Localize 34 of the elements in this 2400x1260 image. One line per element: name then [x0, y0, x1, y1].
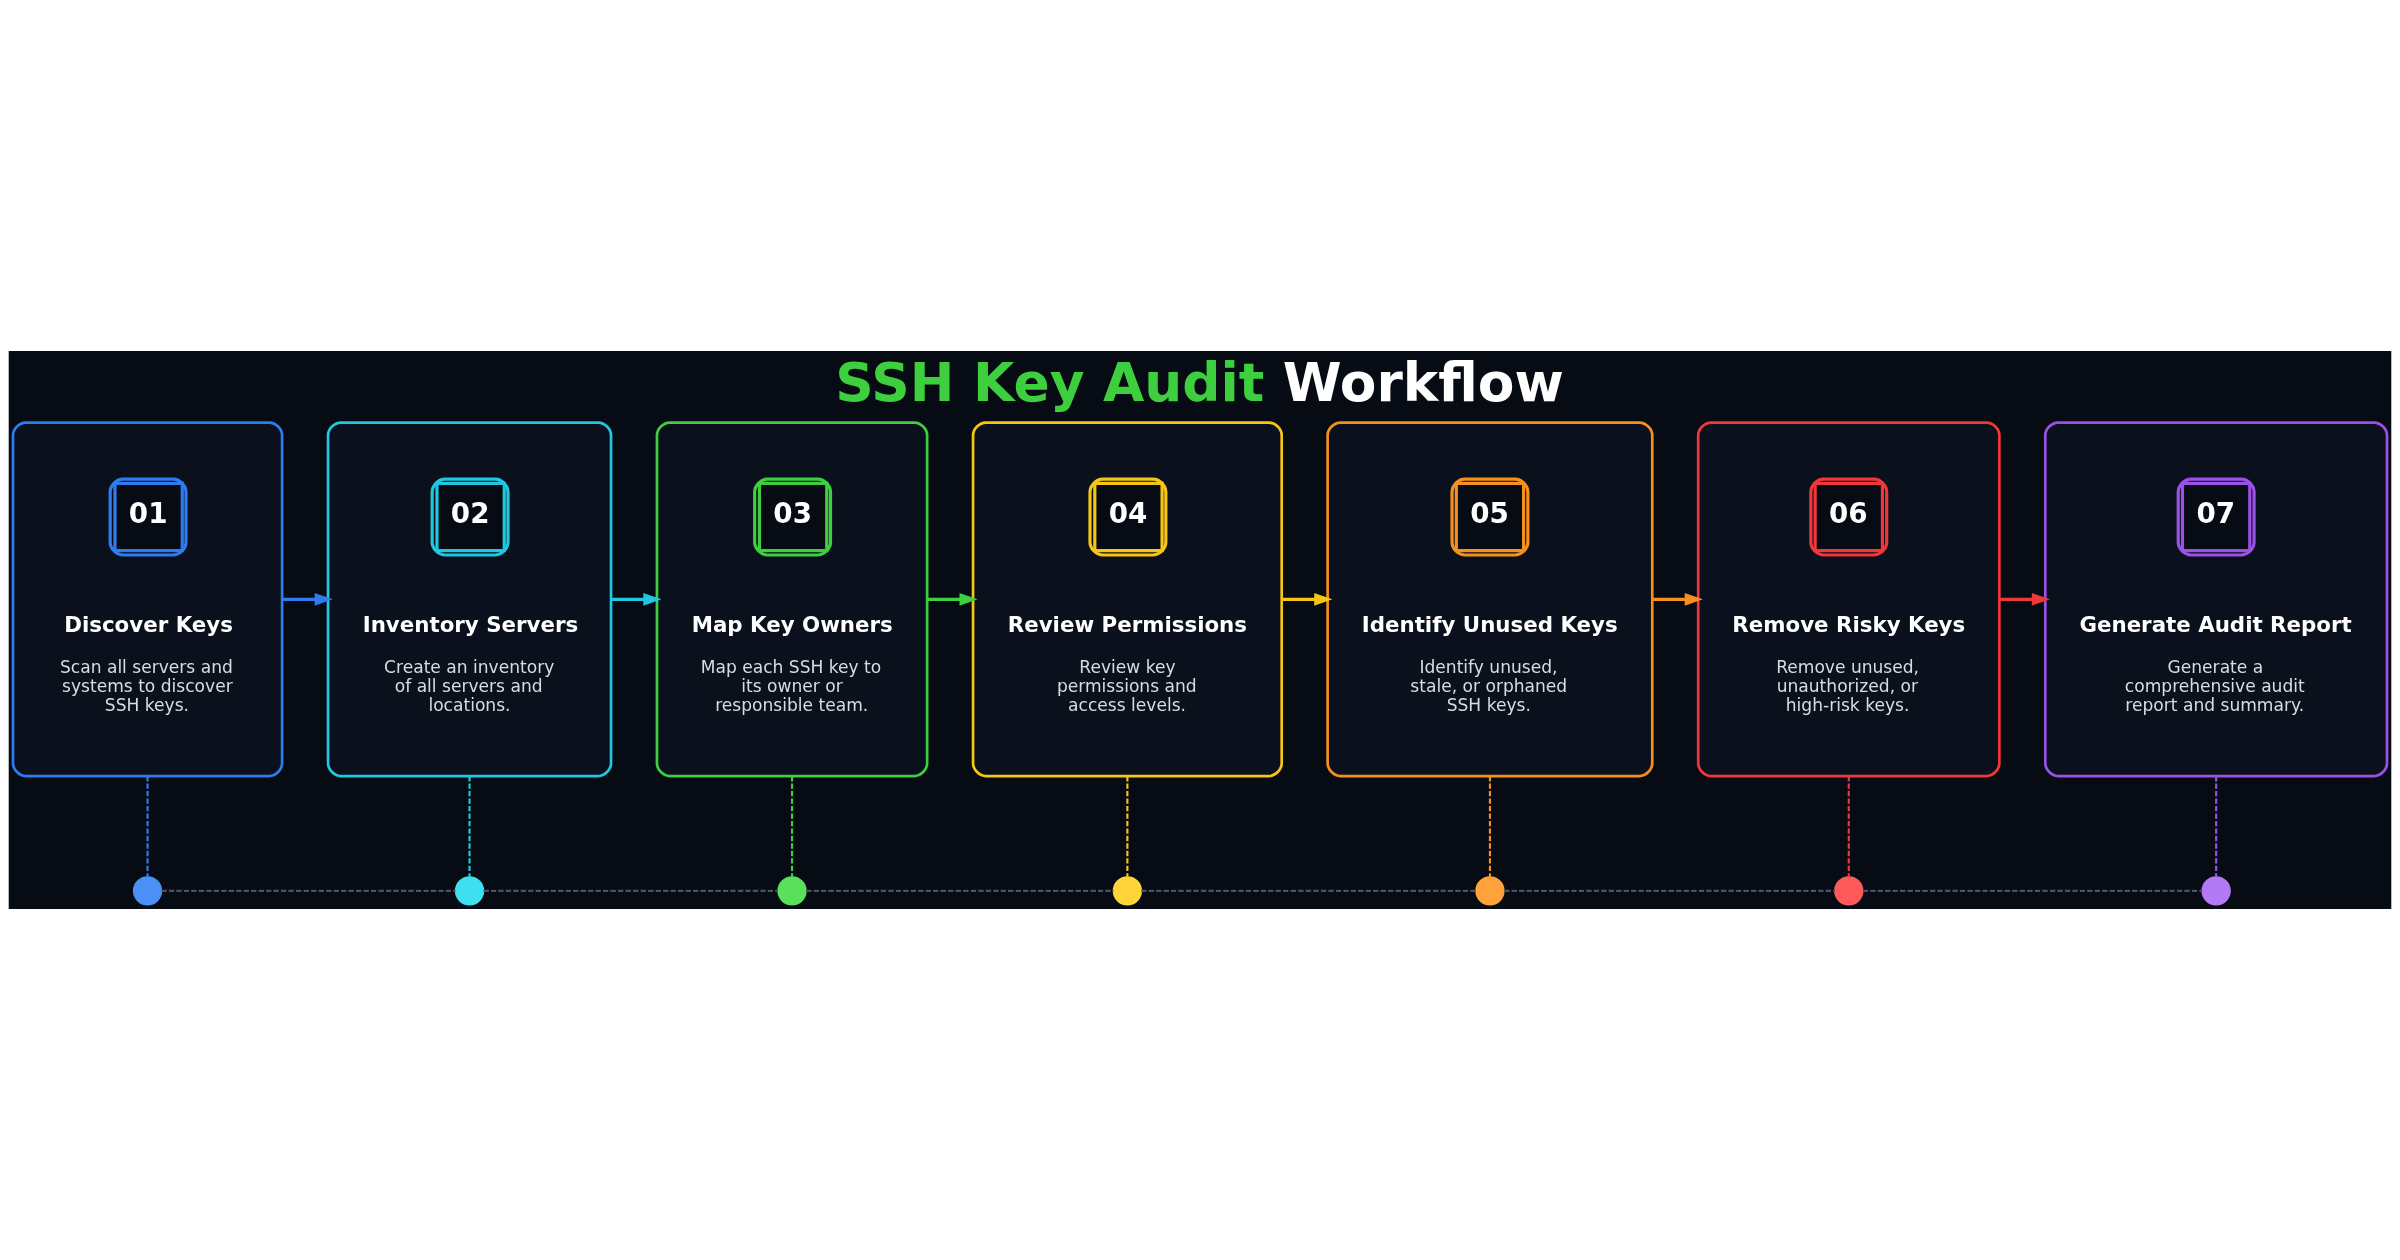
- connector: [1488, 776, 1491, 877]
- node-circle: [1475, 876, 1505, 906]
- connector: [146, 776, 149, 877]
- node-circle: [1834, 876, 1864, 906]
- arrow: [1652, 592, 1703, 606]
- node-box: 04 Review Permissions Review key permissions and access levels.: [971, 421, 1284, 778]
- node-circle: [777, 876, 807, 906]
- node-circle: [1112, 876, 1143, 906]
- connector: [1126, 776, 1129, 877]
- node-circle: [2201, 876, 2231, 906]
- connector: [1847, 776, 1850, 877]
- connector: [1141, 889, 1476, 892]
- connector: [806, 889, 1114, 892]
- connector: [161, 889, 456, 892]
- node-box: 07 Generate Audit Report Generate a comprehensive audit report and summary.: [2043, 421, 2389, 778]
- arrow: [282, 592, 333, 606]
- node-box: 06 Remove Risky Keys Remove unused, unauthorized, or high-risk keys.: [1696, 421, 2001, 778]
- node-box: 05 Identify Unused Keys Identify unused, stale, or orphaned SSH keys.: [1326, 421, 1654, 778]
- diagram-title: SSH Key Audit Workflow: [835, 351, 1564, 415]
- node-circle: [454, 876, 485, 906]
- connector: [1862, 889, 2203, 892]
- connector: [483, 889, 778, 892]
- connector: [468, 776, 471, 877]
- arrow: [611, 592, 662, 606]
- connector: [1504, 889, 1835, 892]
- node-box: 03 Map Key Owners Map each SSH key to its owner or responsible team.: [655, 421, 929, 778]
- arrow: [1999, 592, 2050, 606]
- connector: [2215, 776, 2218, 877]
- node-circle: [132, 876, 163, 906]
- node-box: 01 Discover Keys Scan all servers and systems to discover SSH keys.: [11, 421, 284, 778]
- connector: [790, 776, 794, 877]
- arrow: [1281, 592, 1333, 606]
- arrow: [927, 592, 978, 606]
- node-box: 02 Inventory Servers Create an inventory of all servers and locations.: [326, 421, 613, 778]
